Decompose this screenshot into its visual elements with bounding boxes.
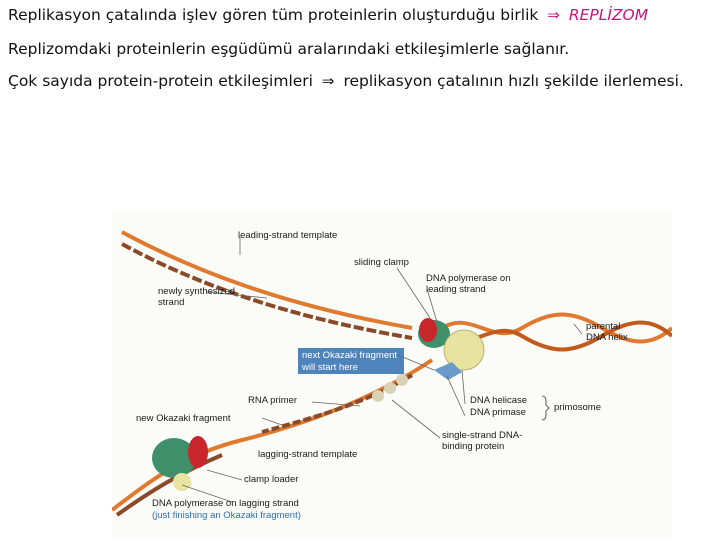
intro-text-1: Replikasyon çatalında işlev gören tüm pr…	[8, 6, 538, 24]
label-next-okazaki-2: will start here	[301, 362, 358, 373]
label-parental-1: parental	[586, 321, 620, 332]
intro-line-2: Replizomdaki proteinlerin eşgüdümü arala…	[8, 38, 569, 60]
label-next-okazaki-1: next Okazaki fragment	[302, 350, 397, 361]
label-leading-strand-template: leading-strand template	[238, 230, 337, 241]
label-dna-pol-lagging-2: (just finishing an Okazaki fragment)	[152, 510, 301, 521]
label-newly-synthesized-1: newly synthesized	[158, 286, 235, 297]
label-newly-synthesized-2: strand	[158, 297, 184, 308]
label-primosome: primosome	[554, 402, 601, 413]
label-dna-pol-lagging-1: DNA polymerase on lagging strand	[152, 498, 299, 509]
label-ssb-2: binding protein	[442, 441, 504, 452]
label-dna-pol-leading-2: leading strand	[426, 284, 486, 295]
intro-line-1: Replikasyon çatalında işlev gören tüm pr…	[8, 4, 648, 26]
replication-fork-figure: leading-strand template sliding clamp ne…	[112, 210, 672, 540]
label-rna-primer: RNA primer	[248, 395, 297, 406]
replisome-term: REPLİZOM	[569, 6, 648, 24]
label-dna-primase: DNA primase	[470, 407, 526, 418]
implies-arrow-2: ⇒	[322, 72, 335, 90]
label-parental-2: DNA helix	[586, 332, 628, 343]
intro-text-2: Replizomdaki proteinlerin eşgüdümü arala…	[8, 40, 569, 58]
label-ssb-1: single-strand DNA-	[442, 430, 522, 441]
label-sliding-clamp: sliding clamp	[354, 257, 409, 268]
label-clamp-loader: clamp loader	[244, 474, 298, 485]
intro-line-3: Çok sayıda protein-protein etkileşimleri…	[8, 70, 708, 92]
label-dna-helicase: DNA helicase	[470, 395, 527, 406]
intro-text-3a: Çok sayıda protein-protein etkileşimleri	[8, 72, 313, 90]
intro-text-3b: replikasyon çatalının hızlı şekilde iler…	[343, 72, 683, 90]
implies-arrow-1: ⇒	[547, 6, 560, 24]
label-lagging-template: lagging-strand template	[258, 449, 357, 460]
replication-fork-diagram: leading-strand template sliding clamp ne…	[112, 210, 672, 540]
label-dna-pol-leading-1: DNA polymerase on	[426, 273, 510, 284]
label-new-okazaki: new Okazaki fragment	[136, 413, 231, 424]
